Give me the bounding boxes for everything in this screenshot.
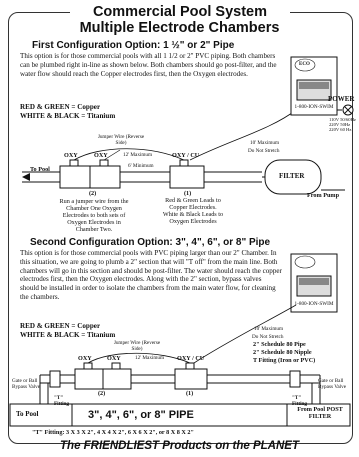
- option1-max12: 12' Maximum: [123, 152, 153, 158]
- option1-oxy-a: OXY: [64, 152, 78, 159]
- option2-oxy-a: OXY: [78, 355, 92, 362]
- option2-heading: Second Configuration Option: 3", 4", 6",…: [30, 237, 271, 248]
- option1-jumper-label: Jumper Wire (Reverse Side): [97, 134, 145, 146]
- t-fitting-right: "T" Fitting: [292, 395, 307, 407]
- option1-legend-titanium: WHITE & BLACK = Titanium: [20, 112, 116, 120]
- option1-heading: First Configuration Option: 1 ½" or 2" P…: [32, 40, 235, 51]
- option1-num2: (2): [89, 190, 97, 197]
- t-fitting-left: "T" Fitting: [54, 395, 69, 407]
- option2-legend-titanium: WHITE & BLACK = Titanium: [20, 331, 116, 339]
- power-label: POWER: [328, 95, 355, 103]
- pipe-note-2: 2" Schedule 80 Nipple: [253, 349, 312, 356]
- option1-from-pump: From Pump: [307, 192, 340, 199]
- option1-to-pool: To Pool: [30, 166, 50, 173]
- option1-note-right: Red & Green Leads to Copper Electrodes. …: [162, 197, 224, 225]
- option1-oxy-b: OXY: [94, 152, 108, 159]
- option1-max10: 10' Maximum: [250, 140, 280, 146]
- page-subtitle: Multiple Electrode Chambers: [79, 20, 280, 36]
- valve-left-label: Gate or Ball Bypass Valve: [12, 378, 41, 390]
- footer-tagline: The FRIENDLIEST Products on the PLANET: [60, 440, 299, 452]
- option1-legend-copper: RED & GREEN = Copper: [20, 103, 101, 111]
- page-title: Commercial Pool System: [70, 4, 290, 20]
- option2-max12: 12' Maximum: [135, 355, 165, 361]
- option1-no-stretch: Do Not Stretch: [248, 148, 280, 154]
- option2-phone: 1-800-ION-SWIM: [294, 301, 334, 307]
- option2-oxy-cu: OXY / CU: [177, 355, 205, 362]
- option2-from-pool: From Pool POST FILTER: [297, 406, 343, 420]
- eco-logo: ECO: [299, 62, 310, 67]
- main-pipe-label: 3", 4", 6", or 8" PIPE: [88, 409, 194, 421]
- pipe-note-1: 2" Schedule 80 Pipe: [253, 341, 306, 348]
- option2-num1: (1): [186, 390, 194, 397]
- valve-right-label: Gate or Ball Bypass Valve: [318, 378, 347, 390]
- option1-note-left: Run a jumper wire from the Chamber One O…: [59, 198, 129, 233]
- option2-oxy-b: OXY: [107, 355, 121, 362]
- option2-to-pool: To Pool: [16, 410, 39, 418]
- option2-max10: 10' Maximum: [254, 326, 284, 332]
- power-specs: 110V 50/60Hz 220V 50Hz 220V 60 Hz: [329, 117, 356, 132]
- fitting-sizes: "T" Fitting: 3 X 3 X 2", 4 X 4 X 2", 6 X…: [32, 429, 194, 436]
- filter-label: FILTER: [279, 172, 305, 180]
- option1-min6: 6' Minimum: [128, 163, 154, 169]
- option2-no-stretch: Do Not Stretch: [252, 334, 284, 340]
- option2-body: This option is for those commercial pool…: [20, 249, 282, 301]
- option2-legend-copper: RED & GREEN = Copper: [20, 322, 101, 330]
- option1-oxy-cu: OXY / CU: [172, 152, 200, 159]
- pipe-note-3: T Fitting (Iron or PVC): [253, 357, 316, 364]
- option1-body: This option is for those commercial pool…: [20, 52, 277, 78]
- option2-jumper-label: Jumper Wire (Reverse Side): [113, 340, 161, 352]
- option1-num1: (1): [184, 190, 192, 197]
- option2-num2: (2): [98, 390, 106, 397]
- option1-phone: 1-800-ION-SWIM: [294, 104, 334, 110]
